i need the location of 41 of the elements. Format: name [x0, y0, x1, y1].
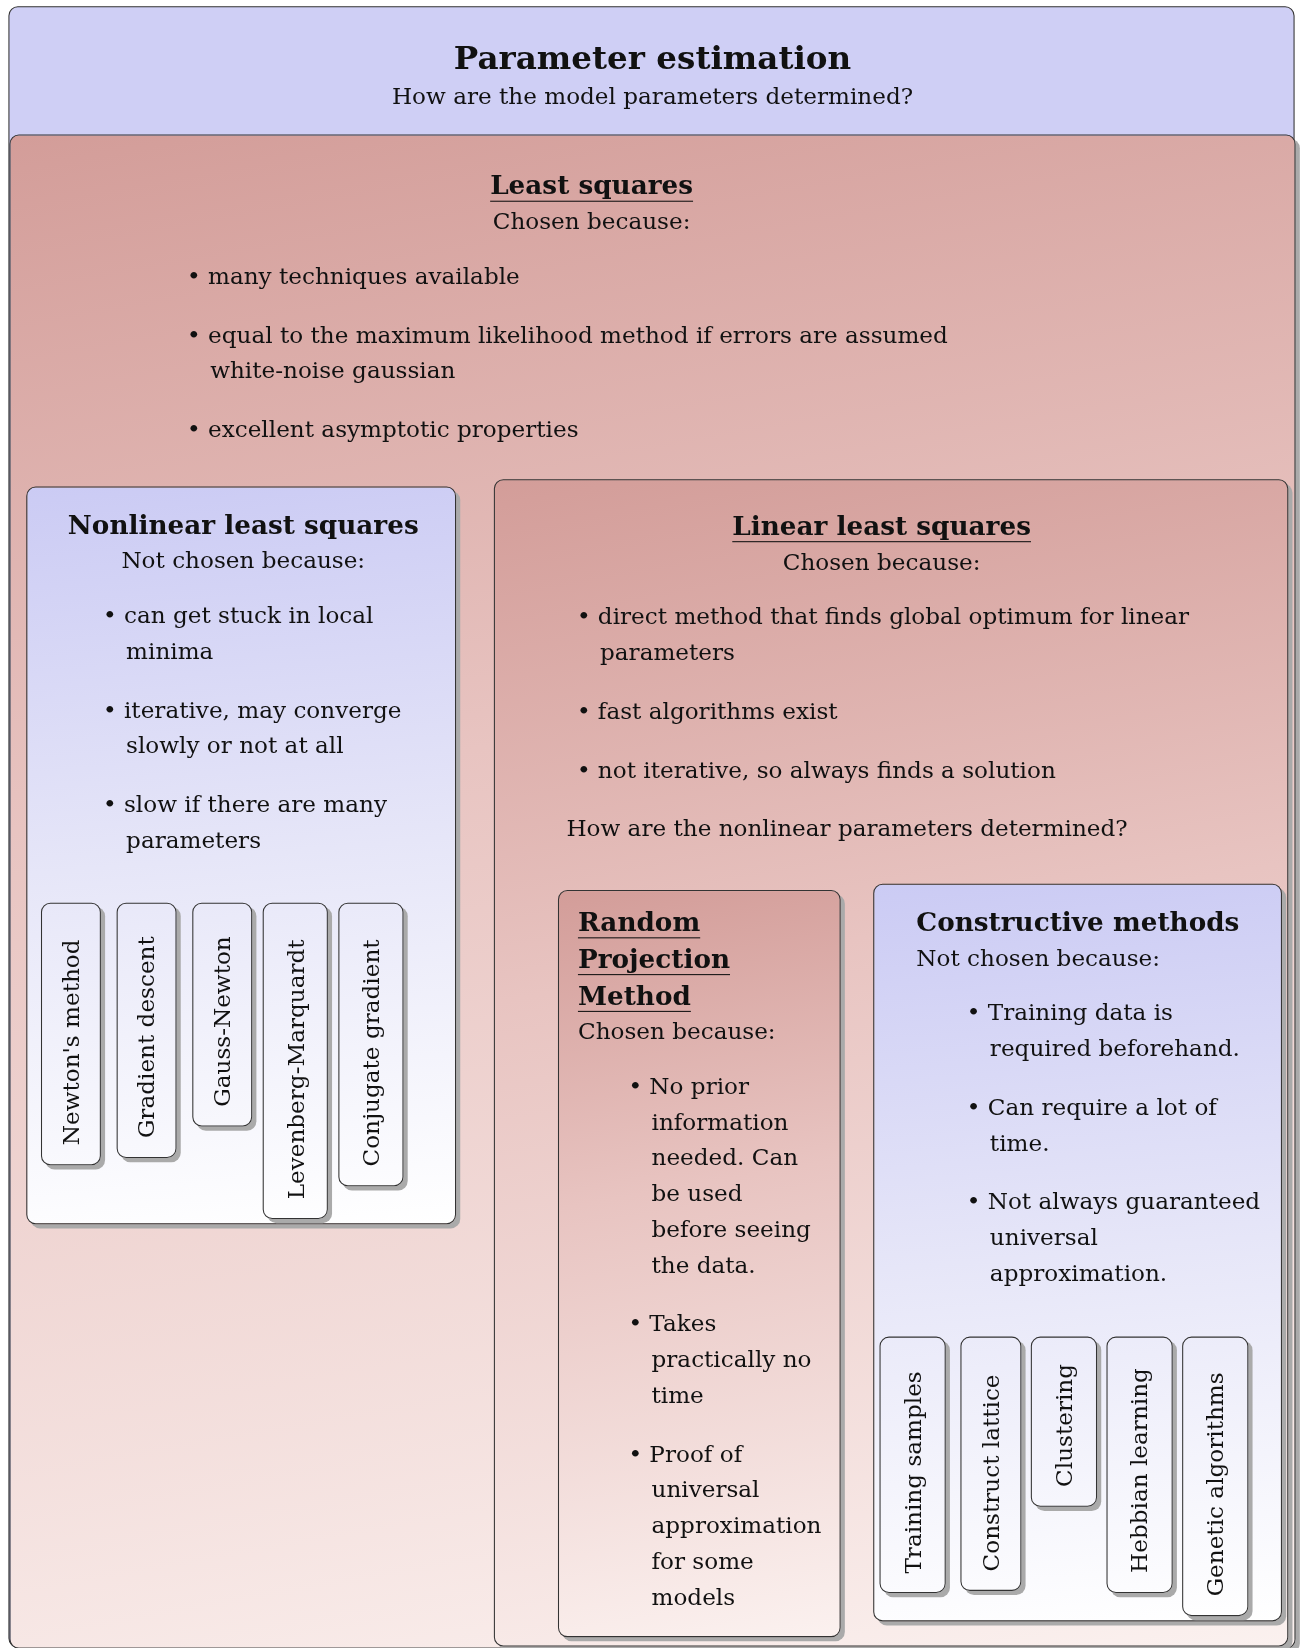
bullet-point: • No prior information needed. Can be used before seeing the data. — [628, 1071, 812, 1280]
panel-question: How are the model parameters determined? — [391, 82, 914, 112]
bullet-point: • not iterative, so always finds a solution — [576, 755, 1057, 785]
bullet-point: • slow if there are many parameters — [103, 790, 389, 856]
reason-intro: Chosen because: — [782, 547, 981, 577]
bullet-point: • Not always guaranteed universal approximation. — [966, 1187, 1262, 1289]
bullet-point: • Takes practically no time — [628, 1309, 813, 1411]
bullet-point: • fast algorithms exist — [576, 696, 839, 726]
method-label: Levenberg-Marquardt — [282, 939, 309, 1199]
bullet-point: • iterative, may converge slowly or not at all — [103, 695, 403, 761]
method-label: Construct lattice — [977, 1374, 1005, 1571]
method-label: Newton's method — [57, 939, 85, 1146]
section-heading: Nonlinear least squares — [67, 508, 419, 543]
method-label: Clustering — [1050, 1363, 1078, 1487]
section-heading: Constructive methods — [916, 905, 1240, 940]
panel-heading: Parameter estimation — [453, 37, 852, 79]
reason-intro: Not chosen because: — [121, 546, 366, 576]
bullet-point: • Training data is required beforehand. — [966, 998, 1241, 1064]
reason-intro: Not chosen because: — [916, 943, 1161, 973]
bullet-point: • many techniques available — [187, 261, 521, 291]
bullet-point: • equal to the maximum likelihood method if errors are assumed white-noise gaussian — [187, 320, 949, 386]
method-label: Training samples — [899, 1370, 926, 1574]
bullet-point: • excellent asymptotic properties — [187, 415, 580, 445]
section-heading: Linear least squares — [732, 509, 1031, 544]
method-label: Genetic algorithms — [1202, 1372, 1229, 1597]
bullet-point: • Can require a lot of time. — [966, 1092, 1220, 1158]
method-label: Conjugate gradient — [357, 939, 385, 1167]
reason-intro: Chosen because: — [492, 207, 691, 237]
method-label: Hebbian learning — [1126, 1368, 1153, 1574]
bullet-point: • Proof of universal approximation for some models — [628, 1439, 823, 1612]
section-heading: Random Projection Method — [577, 905, 731, 1013]
chosen-panel — [557, 890, 841, 1638]
bullet-point: • can get stuck in local minima — [103, 601, 375, 667]
rejected-panel — [26, 486, 457, 1225]
question-text: How are the nonlinear parameters determined? — [566, 814, 1129, 844]
section-heading: Least squares — [490, 169, 694, 203]
method-label: Gauss-Newton — [209, 936, 236, 1107]
reason-intro: Chosen because: — [577, 1017, 776, 1047]
chosen-panel — [493, 479, 1289, 1647]
method-label: Gradient descent — [133, 936, 160, 1138]
bullet-point: • direct method that finds global optimum for linear parameters — [576, 602, 1191, 668]
